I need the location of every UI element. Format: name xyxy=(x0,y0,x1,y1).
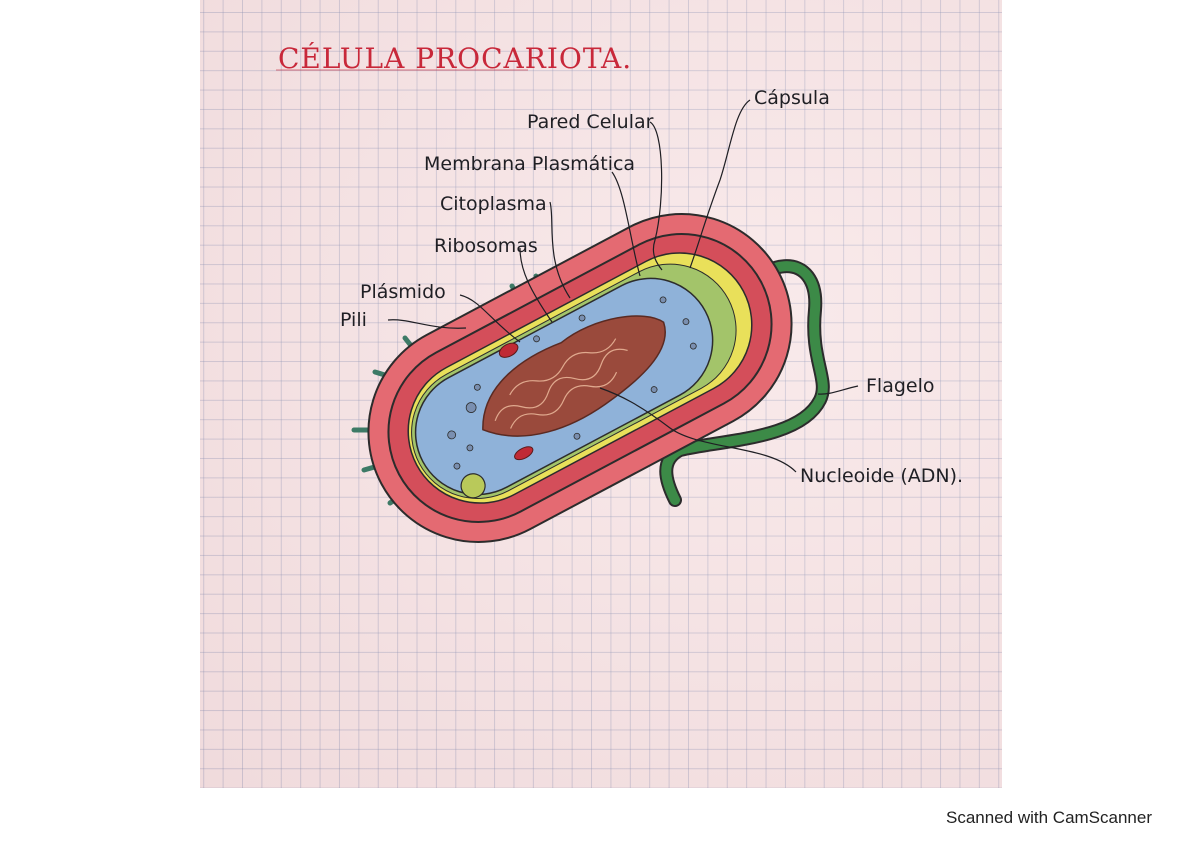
ribosome xyxy=(659,296,667,304)
ribosome xyxy=(650,386,658,393)
leader-pili xyxy=(387,319,467,329)
leader-pared xyxy=(649,121,663,271)
leader-capsula xyxy=(689,99,751,269)
nucleoid-strands xyxy=(494,338,628,429)
label-pili: Pili xyxy=(340,309,367,331)
plasmid xyxy=(514,446,534,461)
leader-nucleoide xyxy=(599,387,797,473)
ribosome xyxy=(473,383,481,391)
label-membrana-plasmatica: Membrana Plasmática xyxy=(424,153,635,175)
ribosome xyxy=(533,335,540,343)
label-ribosomas: Ribosomas xyxy=(434,235,538,257)
leader-membrana xyxy=(611,171,641,277)
leader-flagelo xyxy=(817,385,859,395)
ribosome xyxy=(466,444,474,452)
leader-lines xyxy=(387,99,859,473)
label-citoplasma: Citoplasma xyxy=(440,193,547,215)
leader-citoplasma xyxy=(549,201,571,299)
ribosome xyxy=(465,402,477,413)
ribosome xyxy=(578,314,586,322)
label-capsula: Cápsula xyxy=(754,87,830,109)
label-flagelo: Flagelo xyxy=(866,375,935,397)
inclusion-body xyxy=(460,473,486,499)
scanner-watermark: Scanned with CamScanner xyxy=(946,808,1153,827)
nucleoid xyxy=(482,315,666,437)
ribosome xyxy=(453,462,461,470)
leader-plasmido xyxy=(459,294,521,343)
ribosome xyxy=(447,430,457,440)
ribosomes-group xyxy=(447,296,697,470)
ribosome xyxy=(573,432,581,440)
label-pared-celular: Pared Celular xyxy=(527,111,654,133)
ribosome xyxy=(689,342,697,350)
ribosome xyxy=(682,318,690,326)
leader-ribosomas xyxy=(519,247,553,323)
label-plasmido: Plásmido xyxy=(360,281,446,303)
label-nucleoide: Nucleoide (ADN). xyxy=(800,465,963,487)
plasmid xyxy=(498,342,519,358)
